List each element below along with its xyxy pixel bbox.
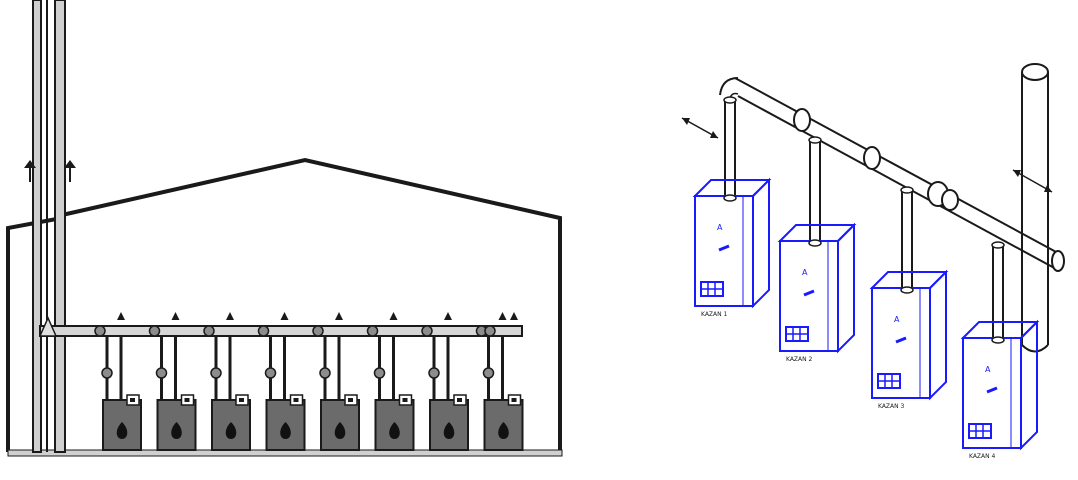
boiler-tag: A (985, 365, 991, 374)
header-valve (484, 325, 496, 337)
flame-icon (116, 422, 128, 439)
flow-arrow-icon (389, 312, 398, 320)
flame-icon (280, 422, 291, 439)
pump-icon (264, 367, 277, 379)
boiler-set: A KAZAN 1 A KAZAN 2 A KAZAN 3 A KAZAN 4 (692, 96, 1040, 460)
boiler-unit (203, 312, 251, 451)
flow-arrow-icon (498, 312, 507, 320)
boiler-tag: A (802, 268, 808, 277)
header-valve (148, 325, 161, 337)
chimney (32, 0, 66, 453)
flame-icon (225, 422, 237, 439)
flow-arrow-icon (280, 312, 289, 320)
chimney-cylinder (1021, 63, 1049, 353)
boiler-label: KAZAN 1 (701, 311, 728, 318)
boiler-tag: A (894, 315, 900, 324)
boiler-unit (94, 312, 142, 451)
up-arrow-icon (64, 160, 76, 182)
boiler-row (94, 312, 524, 451)
isometric-boiler: A KAZAN 4 (960, 241, 1040, 460)
flow-arrow-icon (226, 312, 234, 320)
flow-arrow-icon (510, 312, 518, 320)
boiler-label: KAZAN 3 (878, 403, 905, 410)
pump-icon (482, 367, 495, 379)
boiler-unit (366, 312, 415, 451)
isometric-boiler: A KAZAN 1 (692, 96, 772, 318)
flame-icon (389, 422, 400, 439)
pump-icon (210, 367, 222, 379)
header-pipe (719, 77, 1065, 272)
flame-icon (334, 422, 346, 439)
header-valve (421, 325, 433, 337)
flow-arrow-icon (335, 312, 343, 320)
boiler-unit (257, 312, 306, 451)
header-valve (203, 325, 215, 337)
pump-icon (101, 367, 113, 379)
isometric-boiler: A KAZAN 2 (777, 136, 857, 363)
boiler-unit (312, 312, 360, 451)
header-valve (94, 325, 106, 337)
flame-icon (498, 422, 509, 439)
boiler-unit (475, 312, 524, 451)
flow-arrow-icon (444, 312, 452, 320)
boiler-tag: A (717, 223, 723, 232)
pump-icon (373, 367, 386, 379)
pump-icon (428, 367, 440, 379)
flow-arrow-icon (117, 312, 125, 320)
header-pipe (38, 316, 523, 337)
boiler-isometric-view: A KAZAN 1 A KAZAN 2 A KAZAN 3 A KAZAN 4 (681, 63, 1065, 460)
pump-icon (155, 367, 168, 379)
boiler-unit (148, 312, 197, 451)
isometric-boiler: A KAZAN 3 (869, 186, 949, 410)
header-valve (312, 325, 324, 337)
boiler-label: KAZAN 4 (969, 453, 996, 460)
dimension-arrow (1012, 169, 1053, 193)
up-arrow-icon (24, 160, 36, 182)
flame-icon (171, 422, 182, 439)
flow-arrow-icon (171, 312, 180, 320)
pump-icon (319, 367, 331, 379)
boiler-room-elevation (6, 0, 563, 457)
flame-icon (443, 422, 455, 439)
header-valve (257, 325, 270, 337)
boiler-unit (421, 312, 469, 451)
dimension-arrow (681, 117, 719, 139)
header-valve (366, 325, 379, 337)
boiler-label: KAZAN 2 (786, 356, 813, 363)
